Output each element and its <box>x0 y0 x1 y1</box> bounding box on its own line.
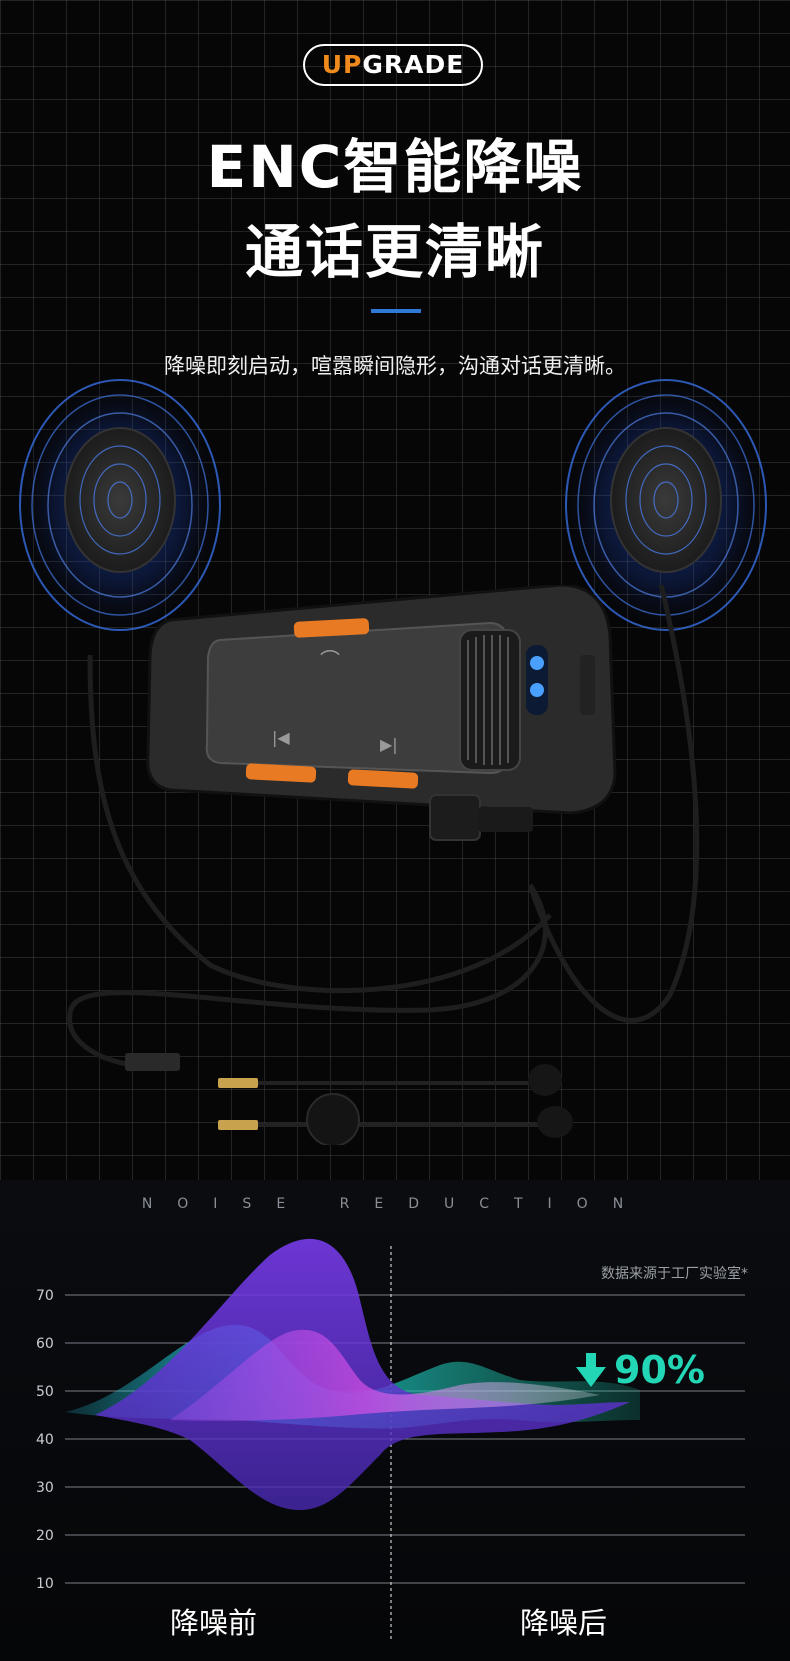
cable-left <box>87 654 552 994</box>
y-tick-label: 40 <box>36 1432 54 1448</box>
noise-reduction-title: NOISE REDUCTION <box>141 1196 649 1212</box>
feature-subtitle: 降噪即刻启动，喧嚣瞬间隐形，沟通对话更清晰。 <box>164 354 626 378</box>
before-label: 降噪前 <box>170 1606 258 1640</box>
purple-noise-wave <box>95 1238 630 1510</box>
noise-chart: 70 60 50 40 30 20 10 <box>36 1238 745 1640</box>
left-speaker <box>10 365 245 655</box>
reduction-indicator: 90% <box>576 1345 705 1395</box>
y-tick-label: 10 <box>36 1576 54 1592</box>
speaker-left-graphic <box>10 370 230 640</box>
top-button <box>293 618 370 638</box>
prev-button <box>245 763 317 783</box>
badge-rest: GRADE <box>362 50 465 79</box>
status-led <box>526 645 548 715</box>
y-tick-label: 20 <box>36 1528 54 1544</box>
right-speaker <box>556 365 786 655</box>
y-tick-label: 30 <box>36 1480 54 1496</box>
audio-jack <box>429 794 481 841</box>
headline-line-2: 通话更清晰 <box>244 218 545 286</box>
intercom-device: ⌒ |◀ ▶| <box>50 579 750 1147</box>
mic-pad <box>306 1093 360 1147</box>
mic-plug-1 <box>218 1078 258 1088</box>
mic-foam-2 <box>537 1106 573 1138</box>
accent-divider <box>371 309 421 313</box>
upgrade-badge: UPGRADE <box>303 44 483 86</box>
speaker-right-graphic <box>556 370 776 640</box>
cable-mic <box>67 883 548 1068</box>
down-arrow-icon <box>576 1353 606 1387</box>
y-tick-label: 50 <box>36 1384 54 1400</box>
after-label: 降噪后 <box>520 1606 608 1640</box>
reduction-value: 90% <box>614 1348 705 1392</box>
cable-right <box>527 579 700 1023</box>
y-tick-label: 60 <box>36 1336 54 1352</box>
next-track-icon: ▶| <box>380 735 398 754</box>
mic-foam-1 <box>528 1064 562 1096</box>
phone-handset-icon: ⌒ <box>320 648 340 672</box>
device-graphic: ⌒ |◀ ▶| <box>67 579 700 1147</box>
y-tick-label: 70 <box>36 1288 54 1304</box>
next-button <box>347 769 419 789</box>
data-source-note: 数据来源于工厂实验室* <box>601 1266 748 1282</box>
mic-plug-2 <box>218 1120 258 1130</box>
badge-highlight: UP <box>321 50 363 79</box>
headline-line-1: ENC智能降噪 <box>206 133 584 201</box>
previous-track-icon: |◀ <box>272 728 290 747</box>
magenta-noise-wave <box>170 1329 600 1421</box>
side-clip <box>580 655 595 715</box>
cable-connector <box>125 1053 180 1071</box>
